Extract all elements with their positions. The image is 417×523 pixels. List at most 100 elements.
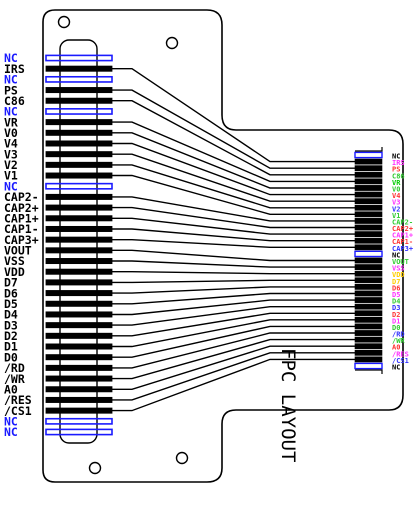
left-pin-label: /WR: [4, 372, 25, 386]
left-pad: [45, 182, 113, 190]
left-pad: [45, 375, 113, 382]
left-pad: [45, 87, 113, 94]
right-pin-label: /WR: [392, 337, 405, 345]
trace: [112, 217, 356, 235]
left-pin-label: D0: [4, 350, 18, 364]
trace: [112, 260, 356, 268]
left-pad: [45, 322, 113, 329]
left-pad: [45, 129, 113, 136]
right-pad: [354, 330, 383, 336]
right-pad: [354, 211, 383, 218]
left-pad: [45, 54, 113, 62]
right-pad: [354, 336, 383, 343]
right-pad: [354, 185, 383, 191]
traces: [112, 67, 356, 412]
right-pin-label: V3: [392, 199, 400, 207]
left-pad: [45, 108, 113, 115]
left-pin-label: VOUT: [4, 244, 32, 258]
right-pad: [354, 237, 383, 244]
left-pin-label: C86: [4, 94, 25, 108]
trace: [112, 206, 356, 229]
left-pin-label: IRS: [4, 62, 25, 76]
right-pin-label: /RD: [392, 331, 405, 339]
trace: [112, 153, 356, 202]
left-pad: [45, 97, 113, 104]
right-pad: [354, 264, 383, 270]
left-pin-label: NC: [4, 73, 18, 87]
right-pad: [354, 316, 383, 323]
trace: [112, 271, 356, 275]
trace: [112, 306, 356, 326]
left-pin-label: PS: [4, 83, 18, 97]
left-pin-label: D6: [4, 286, 18, 300]
left-pin-label: NC: [4, 105, 18, 119]
trace: [112, 142, 356, 196]
left-pin-label: CAP3+: [4, 233, 39, 247]
right-pin-label: C86: [392, 172, 405, 180]
right-pad: [354, 343, 383, 350]
left-pad: [45, 140, 113, 147]
right-pin-label: D4: [392, 298, 400, 306]
trace: [112, 332, 356, 369]
trace: [112, 338, 356, 380]
right-pin-label: A0: [392, 344, 400, 352]
trace: [112, 312, 356, 337]
right-pad: [354, 224, 383, 231]
right-pad: [354, 283, 383, 290]
right-pad: [354, 191, 383, 198]
left-pad: [45, 258, 113, 265]
right-pin-label: VDD: [392, 271, 405, 279]
right-pin-label: CAP3+: [392, 245, 413, 253]
right-pad: [354, 310, 383, 317]
left-pads: [45, 54, 113, 436]
trace: [112, 325, 356, 358]
left-pad: [45, 75, 113, 83]
right-pin-label: D0: [392, 324, 400, 332]
left-pin-label: V0: [4, 126, 18, 140]
right-pin-label: NC: [392, 251, 400, 259]
right-pin-label: D2: [392, 311, 400, 319]
right-pad: [354, 297, 383, 303]
left-pin-label: CAP1+: [4, 211, 39, 225]
right-pad: [354, 165, 383, 172]
left-pin-label: V1: [4, 169, 18, 183]
right-labels: NCIRSPSC86VRV0V4V3V2V1CAP2-CAP2+CAP1+CAP…: [392, 153, 413, 372]
trace: [112, 345, 356, 390]
right-pin-label: VOUT: [392, 258, 409, 266]
right-pin-label: D3: [392, 304, 400, 312]
left-pin-label: D3: [4, 318, 18, 332]
left-pin-label: VR: [4, 115, 18, 129]
left-labels: NCIRSNCPSC86NCVRV0V4V3V2V1NCCAP2-CAP2+CA…: [4, 51, 39, 439]
right-pad: [354, 204, 383, 211]
trace: [112, 67, 356, 163]
left-pin-label: D2: [4, 329, 18, 343]
trace: [112, 358, 356, 412]
left-pin-label: D1: [4, 340, 18, 354]
right-pin-label: NC: [392, 153, 400, 161]
left-pad: [45, 215, 113, 222]
left-pad: [45, 417, 113, 425]
right-pad: [354, 231, 383, 238]
left-pad: [45, 311, 113, 318]
right-pin-label: /CS1: [392, 357, 409, 365]
right-pad-bracket-top: [355, 147, 383, 152]
left-pad: [45, 161, 113, 168]
trace: [112, 132, 356, 189]
left-pad: [45, 386, 113, 393]
left-pad: [45, 407, 113, 414]
left-pin-label: D7: [4, 276, 18, 290]
right-pin-label: V0: [392, 185, 400, 193]
right-pin-label: V4: [392, 192, 400, 200]
left-pad: [45, 343, 113, 350]
right-pad: [354, 198, 383, 205]
layout-title: FPC LAYOUT: [277, 348, 299, 462]
left-pin-label: V4: [4, 137, 18, 151]
left-pin-label: VDD: [4, 265, 25, 279]
left-pad: [45, 172, 113, 179]
trace: [112, 174, 356, 216]
mounting-hole-top-right: [165, 36, 179, 50]
right-pin-label: IRS: [392, 159, 405, 167]
right-pin-label: VR: [392, 179, 401, 187]
left-pad: [45, 225, 113, 232]
